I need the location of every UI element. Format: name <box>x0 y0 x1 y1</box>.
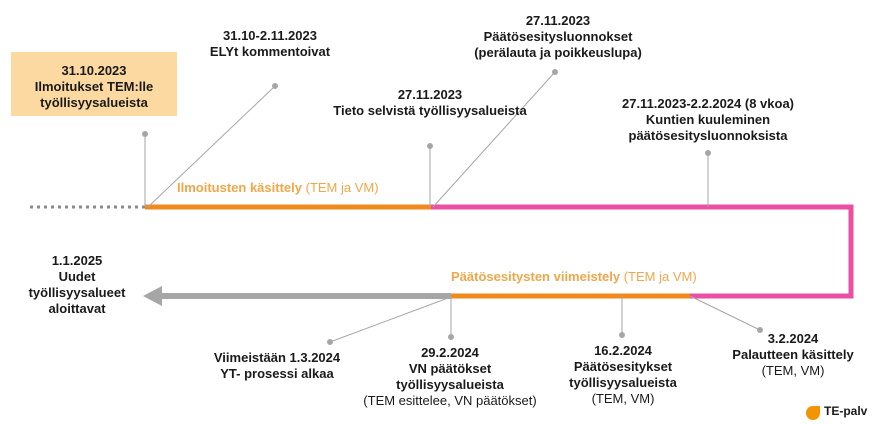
event-10-line-3: aloittavat <box>48 301 106 316</box>
event-1-line-1: Ilmoitukset TEM:lle <box>34 79 154 94</box>
event-10-line-1: Uudet <box>58 269 96 284</box>
event-8-date: 29.2.2024 <box>421 345 479 360</box>
event-8-line-1: VN päätökset <box>408 361 492 376</box>
event-7-date: 16.2.2024 <box>594 343 652 358</box>
event-4-line-2: (perälauta ja poikkeuslupa) <box>474 45 642 60</box>
connector-e4 <box>432 71 556 208</box>
phase-2-label: Päätösesitysten viimeistely <box>451 269 621 284</box>
event-1-date: 31.10.2023 <box>61 63 127 78</box>
event-8-line-2: työllisyysalueista <box>396 377 504 392</box>
connector-e2 <box>147 85 276 208</box>
phase-2: Päätösesitysten viimeistely (TEM ja VM) <box>451 269 697 284</box>
event-6-date: 3.2.2024 <box>767 331 819 346</box>
event-10-date: 1.1.2025 <box>51 253 103 268</box>
event-3-line-1: Tieto selvistä työllisyysalueista <box>333 103 527 118</box>
event-9-date: Viimeistään 1.3.2024 <box>213 350 341 365</box>
event-1-line-2: työllisyysalueista <box>40 95 148 110</box>
event-3: 27.11.2023 Tieto selvistä työllisyysalue… <box>315 87 545 119</box>
event-5-line-2: päätösesitysluonnoksista <box>628 128 788 143</box>
event-7-line-2: työllisyysalueista <box>569 375 677 390</box>
connector-e6 <box>689 295 761 331</box>
phase-1: Ilmoitusten käsittely (TEM ja VM) <box>177 180 379 195</box>
event-6-note: (TEM, VM) <box>761 363 825 378</box>
event-9-line-1: YT- prosessi alkaa <box>220 366 334 381</box>
event-4-line-1: Päätösesitysluonnokset <box>483 29 633 44</box>
event-9: Viimeistään 1.3.2024 YT- prosessi alkaa <box>197 350 357 382</box>
event-6-line-1: Palautteen käsittely <box>732 347 854 362</box>
event-8-note: (TEM esittelee, VN päätökset) <box>363 393 537 408</box>
event-6: 3.2.2024 Palautteen käsittely (TEM, VM) <box>723 331 863 379</box>
event-10-line-2: työllisyysalueet <box>28 285 126 300</box>
event-2: 31.10-2.11.2023 ELYt kommentoivat <box>195 28 345 60</box>
te-palvelut-logo: TE-palv <box>806 404 878 424</box>
event-7: 16.2.2024 Päätösesitykset työllisyysalue… <box>565 343 681 407</box>
event-1: 31.10.2023 Ilmoitukset TEM:lle työllisyy… <box>12 63 176 111</box>
phase-1-note: (TEM ja VM) <box>305 180 379 195</box>
timeline-pink <box>431 204 854 299</box>
phase-1-label: Ilmoitusten käsittely <box>177 180 302 195</box>
event-3-date: 27.11.2023 <box>397 87 463 102</box>
event-7-note: (TEM, VM) <box>591 391 655 406</box>
event-4: 27.11.2023 Päätösesitysluonnokset (peräl… <box>458 13 658 61</box>
event-5: 27.11.2023-2.2.2024 (8 vkoa) Kuntien kuu… <box>598 96 818 144</box>
connector-e9 <box>329 297 449 343</box>
event-4-date: 27.11.2023 <box>525 13 591 28</box>
arrow-head <box>143 286 162 306</box>
logo-text: TE-palv <box>824 404 868 418</box>
event-7-line-1: Päätösesitykset <box>573 359 673 374</box>
event-5-line-1: Kuntien kuuleminen <box>645 112 771 127</box>
event-2-line-1: ELYt kommentoivat <box>209 44 331 59</box>
phase-2-note: (TEM ja VM) <box>623 269 697 284</box>
event-2-date: 31.10-2.11.2023 <box>223 28 317 43</box>
event-10: 1.1.2025 Uudet työllisyysalueet aloittav… <box>18 253 136 317</box>
logo-mark-icon <box>806 406 820 420</box>
highlight-box <box>11 52 177 116</box>
event-5-date: 27.11.2023-2.2.2024 (8 vkoa) <box>621 96 795 111</box>
event-8: 29.2.2024 VN päätökset työllisyysalueist… <box>350 345 550 409</box>
